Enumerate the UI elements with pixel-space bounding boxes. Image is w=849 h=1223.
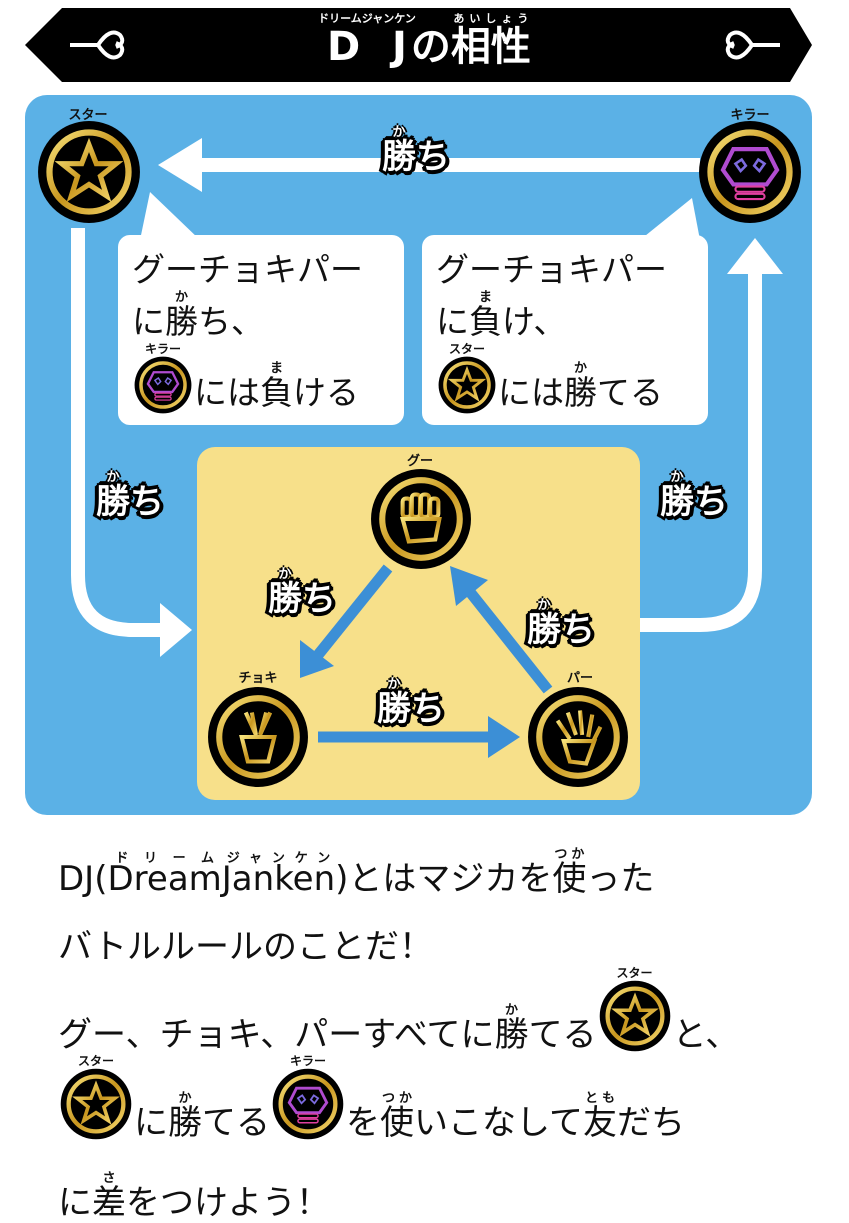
- arrow-star-to-janken: [71, 228, 192, 657]
- star-coin-small: [438, 356, 496, 414]
- arrow-killer-to-star: [158, 138, 700, 192]
- killer-coin-small: [272, 1068, 344, 1140]
- star-coin-small: [599, 980, 671, 1052]
- star-inline: スター: [60, 1054, 132, 1140]
- arrow-choki-to-pa: [318, 716, 520, 758]
- description-line: バトルルールのことだ！: [58, 927, 434, 967]
- gu-icon: [371, 469, 471, 569]
- star-inline: スター: [438, 342, 496, 414]
- ornament-left-icon: [70, 30, 125, 60]
- ornament-right-icon: [725, 30, 780, 60]
- bubble-tail-right: [640, 198, 700, 240]
- star-icon: [438, 356, 496, 414]
- arrow-janken-to-killer: [640, 238, 783, 632]
- killer-inline: キラー: [272, 1054, 344, 1140]
- star-label: スター: [68, 108, 108, 123]
- win-label-gu-choki: 勝かち: [268, 567, 336, 619]
- box-line: に負まけ、: [436, 290, 567, 342]
- choki-icon: [208, 687, 308, 787]
- win-label-pa-gu: 勝かち: [527, 598, 595, 650]
- description-line: スターに勝かてるキラーを使つかいこなして友ともだち: [58, 1052, 838, 1140]
- arrow-pa-to-gu: [450, 566, 553, 694]
- gu-label: グー: [406, 454, 433, 469]
- killer-description-box: グーチョキパー に負まけ、 スター には勝かてる: [422, 235, 708, 425]
- bubble-tail-left: [140, 192, 200, 240]
- star-coin: [37, 120, 141, 224]
- killer-icon: [699, 121, 801, 223]
- killer-coin: [698, 120, 802, 224]
- description-line: に差さをつけよう！: [58, 1171, 330, 1223]
- choki-coin: [207, 686, 309, 788]
- win-label-right: 勝かち: [660, 470, 728, 522]
- page-title: D Jドリームジャンケンの相性あいしょう: [318, 12, 531, 70]
- star-icon: [38, 121, 140, 223]
- description-line: DJ(Dreamドリーム Jankenジャンケン)とはマジカを使つかった: [58, 847, 655, 899]
- star-icon: [599, 980, 670, 1052]
- win-label-top: 勝かち: [382, 125, 450, 177]
- gu-coin: [370, 468, 472, 570]
- title-banner: [25, 8, 812, 82]
- killer-coin-small: [134, 356, 192, 414]
- pa-label: パー: [566, 671, 593, 686]
- pa-icon: [528, 687, 628, 787]
- description-line: グー、チョキ、パーすべてに勝かてるスターと、: [58, 965, 740, 1055]
- win-label-left: 勝かち: [96, 470, 164, 522]
- box-line: に勝かち、: [132, 290, 264, 342]
- choki-label: チョキ: [238, 671, 278, 686]
- star-description-box: グーチョキパー に勝かち、 キラー には負まける: [118, 235, 404, 425]
- box-line: グーチョキパー: [132, 250, 363, 289]
- description: DJ(Dreamドリーム Jankenジャンケン)とはマジカを使つかった バトル…: [58, 828, 838, 1220]
- box-line: グーチョキパー: [436, 250, 667, 289]
- killer-icon: [134, 356, 192, 414]
- box-line: キラー には負まける: [132, 342, 404, 414]
- star-coin-small: [60, 1068, 132, 1140]
- killer-icon: [272, 1068, 344, 1140]
- star-inline: スター: [599, 966, 671, 1052]
- pa-coin: [527, 686, 629, 788]
- box-line: スター には勝かてる: [436, 342, 708, 414]
- killer-inline: キラー: [134, 342, 192, 414]
- star-icon: [60, 1068, 132, 1140]
- killer-label: キラー: [730, 108, 770, 123]
- arrow-gu-to-choki: [300, 564, 393, 678]
- win-label-choki-pa: 勝かち: [377, 677, 445, 729]
